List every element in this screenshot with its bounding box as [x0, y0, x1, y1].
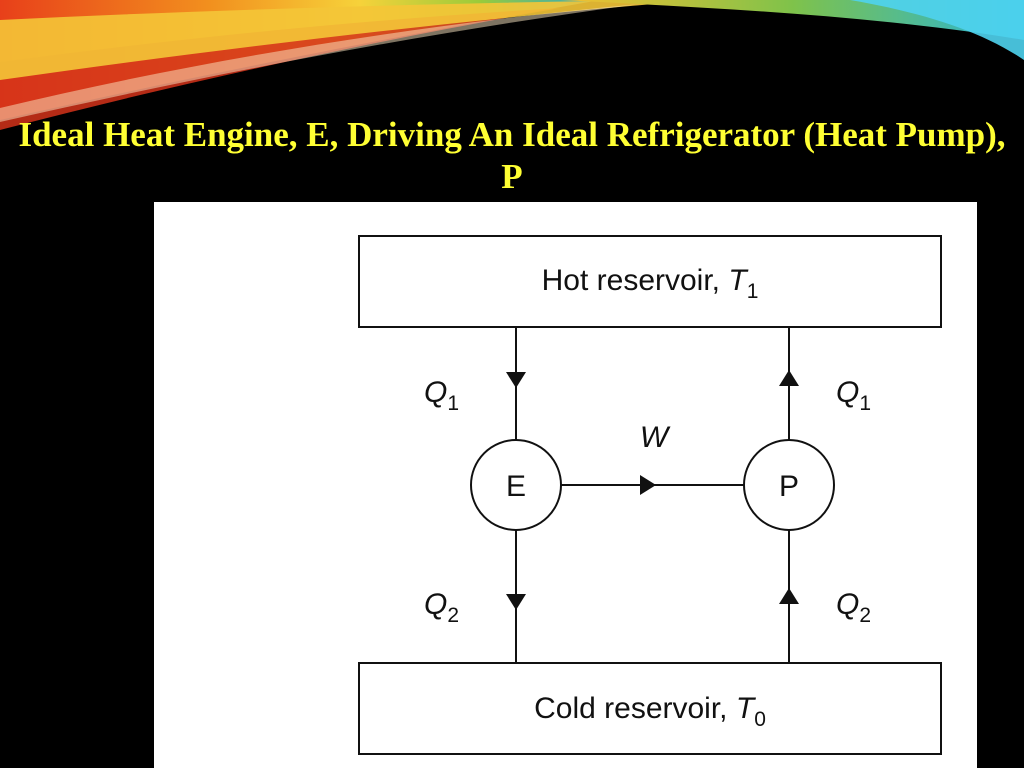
pump-q2-arrow [779, 588, 799, 604]
heat-engine-diagram: Hot reservoir, T1 Cold reservoir, T0 E P… [358, 235, 942, 755]
engine-q1-arrow [506, 372, 526, 388]
cold-reservoir-label: Cold reservoir, T0 [534, 692, 766, 731]
pump-q1-label: Q1 [836, 376, 871, 415]
swoosh-yellow [0, 0, 700, 80]
pump-circle [743, 439, 835, 531]
engine-q1-label: Q1 [424, 376, 459, 415]
pump-q2-label: Q2 [836, 588, 871, 627]
pump-label: P [779, 470, 799, 503]
work-label: W [640, 421, 671, 454]
hot-reservoir-label: Hot reservoir, T1 [542, 264, 759, 303]
swoosh-cyan [850, 0, 1024, 60]
engine-q2-label: Q2 [424, 588, 459, 627]
diagram-panel: Hot reservoir, T1 Cold reservoir, T0 E P… [154, 202, 977, 768]
cold-reservoir-box [358, 662, 942, 755]
engine-label: E [506, 470, 526, 503]
hot-reservoir-box [358, 235, 942, 328]
work-arrow [640, 475, 656, 495]
engine-q2-arrow [506, 594, 526, 610]
pump-q1-arrow [779, 370, 799, 386]
decorative-swoosh-banner [0, 0, 1024, 130]
engine-circle [470, 439, 562, 531]
slide-title: Ideal Heat Engine, E, Driving An Ideal R… [18, 115, 1006, 196]
